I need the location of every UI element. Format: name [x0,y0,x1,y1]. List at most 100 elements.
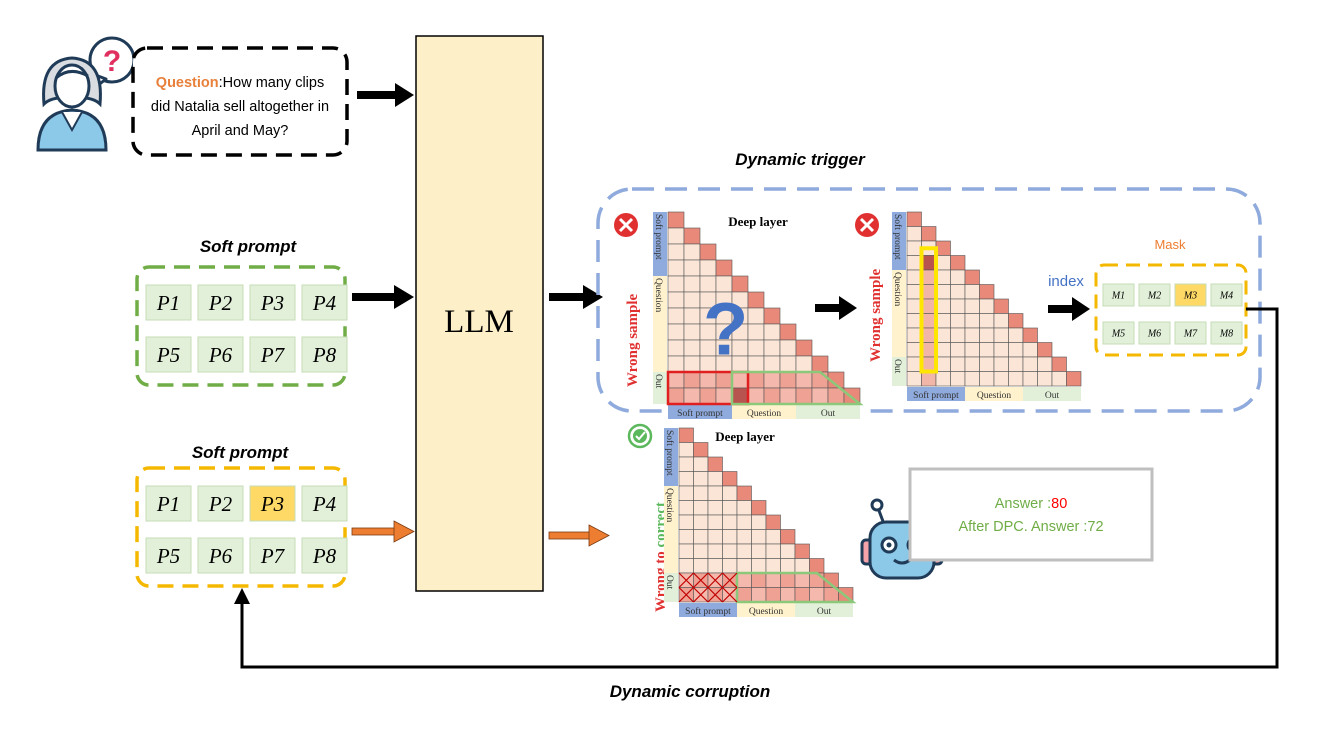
matrix-cell [715,387,733,405]
matrix-cell [906,255,922,271]
token-p5 [145,336,192,373]
matrix-cell [678,442,694,458]
matrix-cell [779,371,797,389]
matrix-cell [993,342,1009,358]
axis-band-out [796,405,860,419]
matrix-cell [809,558,825,574]
matrix-cell [993,298,1009,314]
matrix-cell [693,514,709,530]
selected-column-box [919,246,938,374]
deep-layer-label-2: Deep layer [715,429,775,444]
masked-cell-cross [707,572,723,588]
wrong-sample-label-2: Wrong sample [868,268,884,362]
token-label: P7 [260,343,286,367]
masked-cell-cross [722,572,738,588]
matrix-cell [935,284,951,300]
axis-band-question [892,270,906,357]
axis-label-question: Question [653,278,663,313]
matrix-cell [731,371,749,389]
matrix-cell [993,356,1009,372]
matrix-cell [906,269,922,285]
matrix-cell [763,355,781,373]
axis-label-out: Out [1045,391,1060,401]
matrix-cell [693,558,709,574]
matrix-cell [979,313,995,329]
masked-cell-cross [693,572,709,588]
token-p1 [145,485,192,522]
matrix-cell [751,572,767,588]
matrix-cell [794,543,810,559]
matrix-cell [667,243,685,261]
matrix-cell [979,356,995,372]
mask-token-label: M3 [1183,291,1197,302]
matrix-cell [678,471,694,487]
llm-label: LLM [444,304,514,340]
token-label: P7 [260,544,286,568]
matrix-cell [683,307,701,325]
axis-band-out [1023,387,1081,401]
matrix-cell [1051,371,1067,387]
matrix-cell [921,226,937,242]
answer-box [908,467,1154,562]
matrix-cell [707,514,723,530]
llm-block: LLM [415,35,544,592]
matrix-cell [993,371,1009,387]
matrix-cell [747,355,765,373]
mask-token-label: M1 [1111,291,1125,302]
matrix-cell [683,323,701,341]
matrix-cell [678,529,694,545]
deep-layer-label-1: Deep layer [728,214,788,229]
matrix-cell [795,339,813,357]
axis-label-out: Out [892,359,902,374]
axis-label-question: Question [892,272,902,307]
matrix-cell [765,587,781,603]
matrix-cell [979,327,995,343]
matrix-cell [779,339,797,357]
token-p3 [249,284,296,321]
mask-title: Mask [1154,237,1186,252]
matrix-cell [667,227,685,245]
matrix-cell [707,456,723,472]
axis-label-soft_prompt: Soft prompt [913,390,959,401]
matrix-cell [950,342,966,358]
matrix-cell [736,558,752,574]
out-region-outline [735,571,857,604]
matrix-cell [763,339,781,357]
masked-cell-cross [678,572,694,588]
matrix-cell [765,572,781,588]
masked-cell-cross [678,587,694,603]
matrix-cell [906,342,922,358]
axis-band-soft_prompt [892,212,906,270]
dynamic-corruption-title: Dynamic corruption [610,682,771,701]
token-label: P4 [312,492,337,516]
soft-prompt-bottom-title: Soft prompt [192,443,290,462]
masked-cell-cross [722,587,738,603]
token-label: P5 [156,544,180,568]
matrix-cell [921,356,937,372]
axis-label-soft_prompt: Soft prompt [664,430,675,476]
dynamic-corruption-loop [234,307,1279,669]
token-label: P3 [260,291,284,315]
matrix-cell [779,387,797,405]
matrix-cell [1022,342,1038,358]
axis-band-question [965,387,1023,401]
matrix-cell [906,298,922,314]
matrix-cell [979,342,995,358]
matrix-cell [667,291,685,309]
axis-band-question [732,405,796,419]
matrix-cell [747,339,765,357]
matrix-cell [707,529,723,545]
token-label: P8 [312,544,337,568]
question-label: Question [156,75,219,91]
mask-token-label: M5 [1111,329,1125,340]
answer-label: Answer : [995,496,1051,512]
token-p3 [249,485,296,522]
matrix-cell [667,307,685,325]
error-icon [855,213,879,237]
matrix-cell [921,269,937,285]
token-label: P1 [156,291,180,315]
matrix-cell [722,485,738,501]
soft-prompt-top-title: Soft prompt [200,237,298,256]
